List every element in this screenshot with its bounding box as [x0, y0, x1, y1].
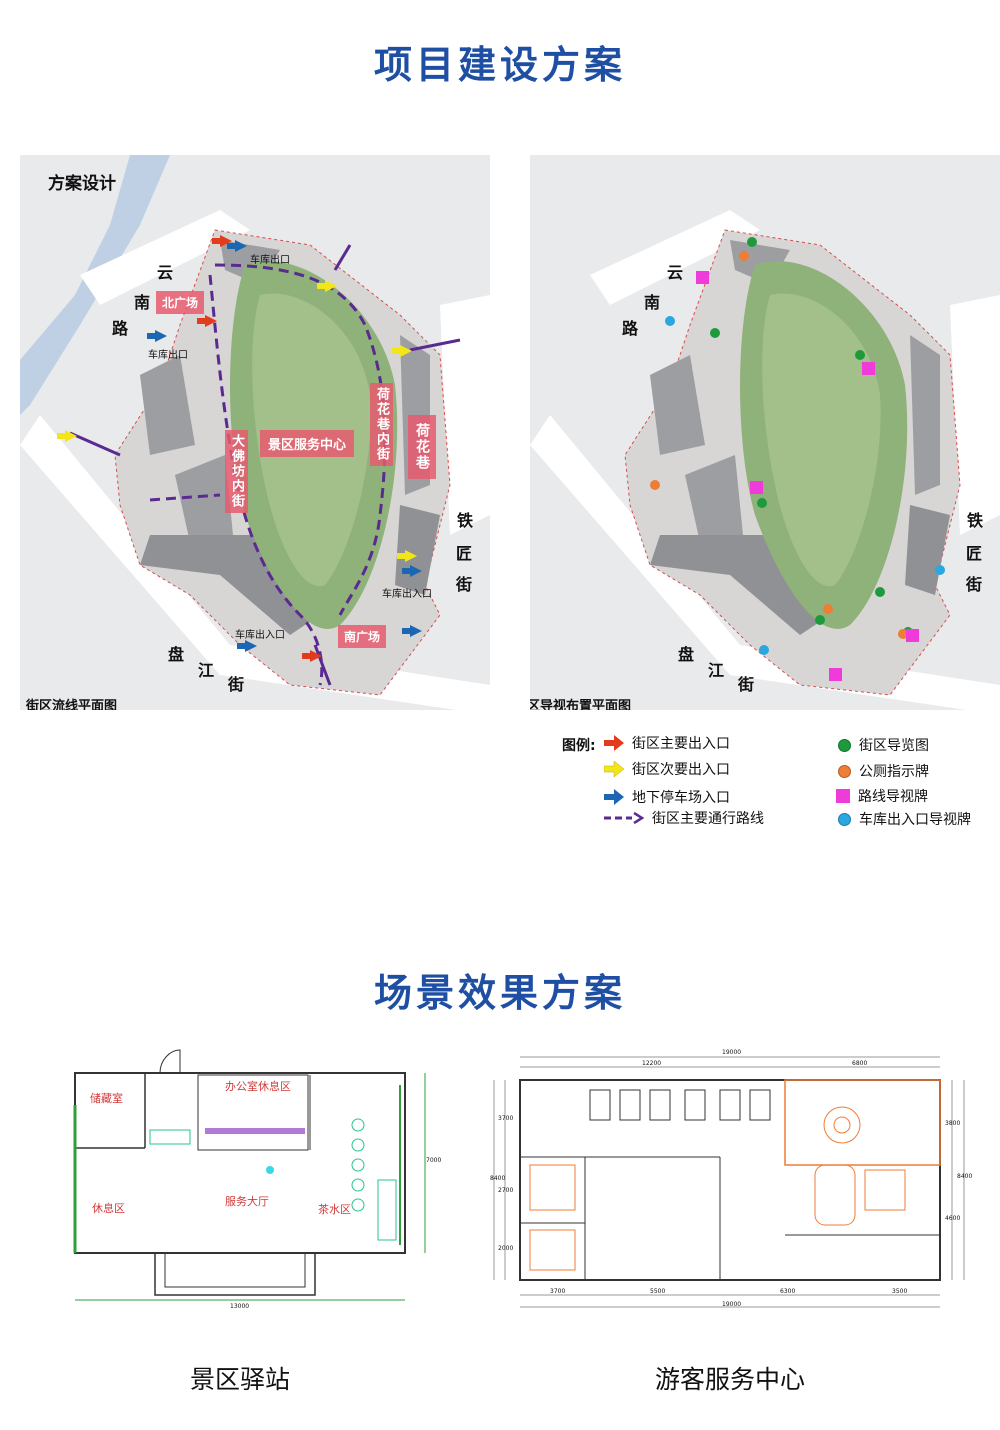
- station-floor-plan: 储藏室 办公室休息区 服务大厅 休息区 茶水区 13000 7000: [60, 1045, 442, 1320]
- visitor-center-caption: 游客服务中心: [654, 1365, 805, 1394]
- station-room-label: 休息区: [92, 1202, 125, 1215]
- garage-entrance-label: 车库出入口: [235, 630, 285, 641]
- legend-toilet-sign: 公厕指示牌: [838, 761, 929, 781]
- legend-title: 图例:: [562, 738, 596, 754]
- visitor-dim-total-right: 8400: [957, 1173, 973, 1180]
- visitor-dim-left: 2700: [498, 1187, 514, 1194]
- road-label: 街: [456, 575, 473, 594]
- station-room-label: 茶水区: [318, 1203, 351, 1216]
- flow-plan-caption: 街区流线平面图: [26, 699, 118, 710]
- visitor-dim-total-bottom: 19000: [722, 1301, 742, 1308]
- legend-label: 路线导视牌: [858, 789, 928, 805]
- north-plaza-label: 北广场: [156, 291, 205, 314]
- lightblue-dot-icon: [838, 812, 851, 826]
- garage-exit-label: 车库出口: [148, 350, 188, 361]
- station-room-label: 办公室休息区: [225, 1080, 291, 1093]
- road-label: 南: [644, 293, 661, 312]
- service-center-label: 景区服务中心: [260, 430, 355, 457]
- dashed-route-icon: [604, 811, 644, 825]
- legend-guide-map: 街区导览图: [838, 735, 929, 755]
- visitor-dim-left: 3700: [498, 1115, 514, 1122]
- road-label: 盘: [678, 645, 695, 664]
- station-caption: 景区驿站: [189, 1365, 290, 1394]
- legend-label: 街区导览图: [859, 738, 929, 754]
- road-label: 盘: [168, 645, 185, 664]
- visitor-dim-right: 4600: [945, 1215, 961, 1222]
- legend-label: 街区主要通行路线: [652, 811, 764, 827]
- hehuaxiang-label: 荷花巷: [408, 415, 436, 479]
- yellow-arrow-icon: [604, 761, 624, 777]
- legend-label: 地下停车场入口: [632, 790, 730, 806]
- road-label: 匠: [456, 544, 473, 563]
- legend-label: 街区主要出入口: [632, 736, 730, 752]
- magenta-square-icon: [836, 789, 850, 803]
- road-label: 街: [228, 675, 245, 694]
- visitor-dim-top: 12200: [642, 1060, 662, 1067]
- dafofang-street-label: 大佛坊内街: [225, 430, 248, 513]
- legend-label: 街区次要出入口: [632, 762, 730, 778]
- visitor-dim-left: 2000: [498, 1245, 514, 1252]
- visitor-dim-bottom: 5500: [650, 1288, 666, 1295]
- south-plaza-label: 南广场: [338, 625, 387, 648]
- top-section-title: 项目建设方案: [373, 42, 626, 87]
- road-label: 江: [198, 661, 215, 680]
- legend-main-entrance: 街区主要出入口: [604, 733, 730, 753]
- legend-parking-entrance: 地下停车场入口: [604, 787, 730, 807]
- visitor-plan-drawing: [493, 1056, 965, 1308]
- legend-route-sign: 路线导视牌: [836, 786, 928, 806]
- red-arrow-icon: [604, 735, 624, 751]
- station-room-label: 服务大厅: [225, 1195, 269, 1208]
- legend-garage-sign: 车库出入口导视牌: [838, 809, 971, 829]
- visitor-dim-total-left: 8400: [490, 1175, 506, 1182]
- orange-dot-icon: [838, 764, 851, 778]
- road-label: 云: [157, 263, 174, 282]
- visitor-center-floor-plan: 19000 12200 6800 3700 5500 6300 3500 190…: [490, 1045, 973, 1320]
- road-label: 铁: [457, 511, 474, 530]
- visitor-dim-top: 6800: [852, 1060, 868, 1067]
- road-label: 铁: [967, 511, 984, 530]
- signage-plan-drawing: [530, 210, 1000, 710]
- road-label: 路: [622, 319, 639, 338]
- station-plan-drawing: [73, 1049, 426, 1301]
- road-label: 街: [966, 575, 983, 594]
- hehuaxiang-inner-label: 荷花巷内街: [370, 383, 393, 466]
- garage-exit-label: 车库出口: [250, 255, 290, 266]
- visitor-dim-bottom: 3500: [892, 1288, 908, 1295]
- visitor-dim-right: 3800: [945, 1120, 961, 1127]
- legend-main-route: 街区主要通行路线: [604, 808, 764, 828]
- road-label: 匠: [966, 544, 983, 563]
- visitor-dim-bottom: 3700: [550, 1288, 566, 1295]
- visitor-dim-bottom: 6300: [780, 1288, 796, 1295]
- legend-secondary-entrance: 街区次要出入口: [604, 759, 730, 779]
- plan-design-title: 方案设计: [48, 174, 116, 194]
- road-label: 南: [134, 293, 151, 312]
- road-label: 路: [112, 319, 129, 338]
- legend-label: 车库出入口导视牌: [859, 812, 971, 828]
- road-label: 云: [667, 263, 684, 282]
- station-dim-width: 13000: [230, 1303, 250, 1310]
- road-label: 江: [708, 661, 725, 680]
- garage-entrance-label: 车库出入口: [382, 589, 432, 600]
- blue-arrow-icon: [604, 789, 624, 805]
- green-dot-icon: [838, 738, 851, 752]
- legend-label: 公厕指示牌: [859, 764, 929, 780]
- station-room-label: 储藏室: [90, 1092, 123, 1105]
- visitor-dim-total-top: 19000: [722, 1049, 742, 1056]
- flow-plan-map: 方案设计 云 南 路 盘 江 街 铁 匠 街 北广场 南广场 景区服务中心 大佛…: [20, 155, 490, 710]
- station-dim-depth: 7000: [426, 1157, 442, 1164]
- bottom-section-title: 场景效果方案: [373, 970, 626, 1015]
- road-label: 街: [738, 675, 755, 694]
